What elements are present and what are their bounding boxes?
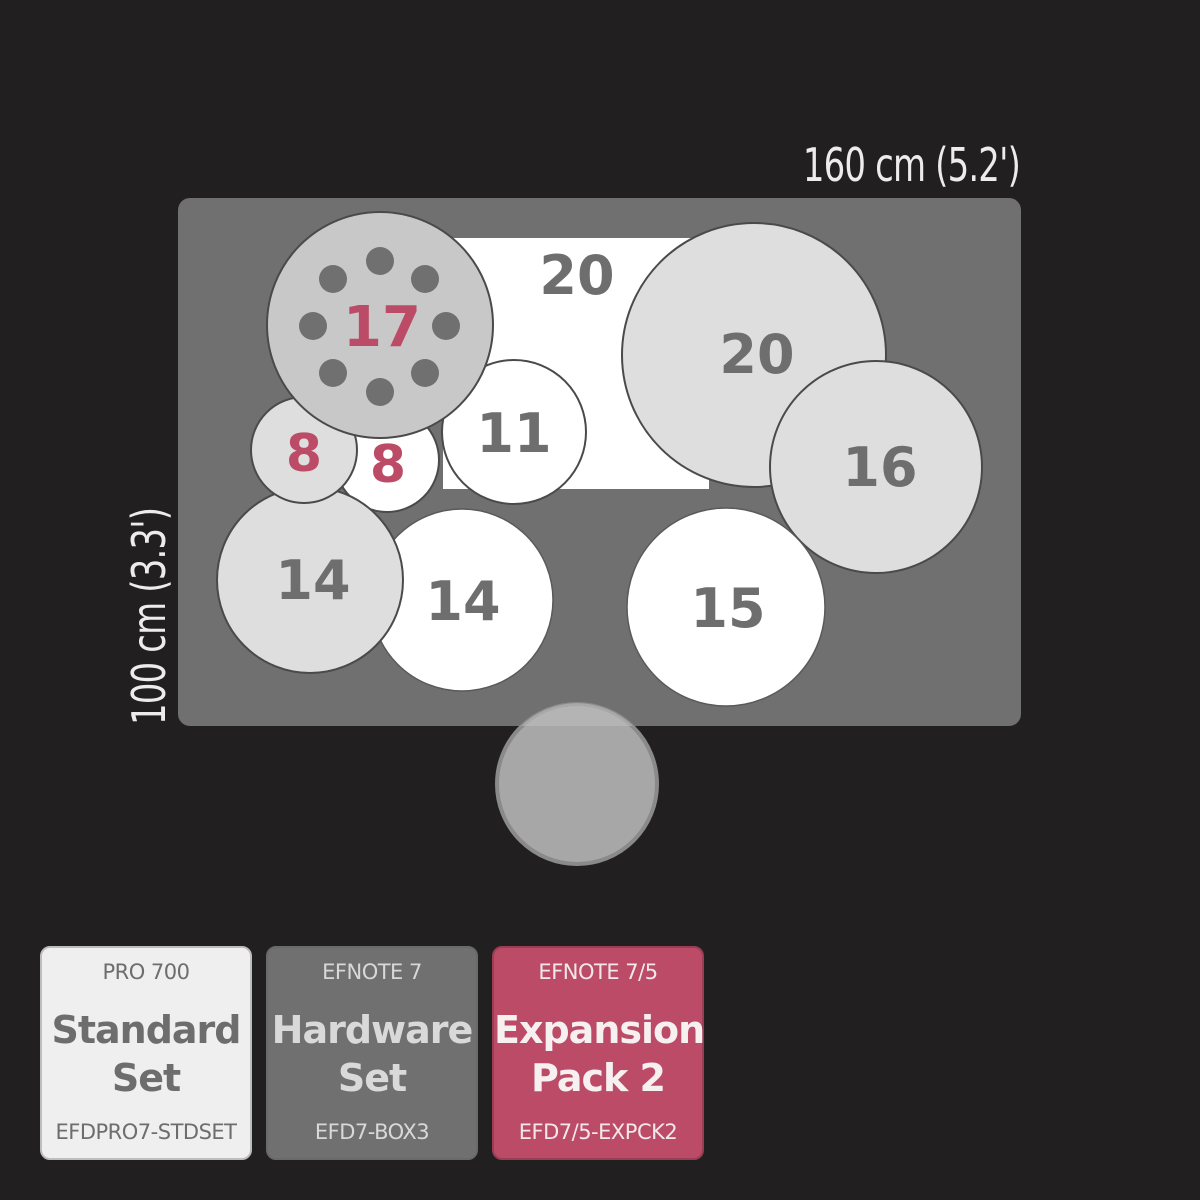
card-series: EFNOTE 7 <box>322 960 422 984</box>
card-code: EFD7/5-EXPCK2 <box>518 1120 678 1144</box>
snare-pad: 14 <box>216 486 404 674</box>
card-title-line1: Hardware <box>271 1008 474 1052</box>
snare-size: 14 <box>275 549 350 612</box>
card-code: EFD7-BOX3 <box>314 1120 430 1144</box>
standard-set-card[interactable]: PRO 700 Standard Set EFDPRO7-STDSET <box>40 946 252 1160</box>
drum-throne <box>495 702 659 866</box>
hihat-dots <box>299 247 460 406</box>
floor-tom-pad: 15 <box>626 507 826 707</box>
card-series: EFNOTE 7/5 <box>538 960 658 984</box>
small-cymbal-left-size: 8 <box>286 424 322 484</box>
crash-size: 16 <box>842 436 917 499</box>
expansion-pack-card[interactable]: EFNOTE 7/5 Expansion Pack 2 EFD7/5-EXPCK… <box>492 946 705 1160</box>
card-title-line1: Standard <box>51 1008 241 1052</box>
hardware-set-card[interactable]: EFNOTE 7 Hardware Set EFD7-BOX3 <box>266 946 478 1160</box>
card-title: Expansion Pack 2 <box>494 1006 705 1102</box>
card-title-line2: Set <box>337 1056 407 1100</box>
card-code: EFDPRO7-STDSET <box>55 1120 238 1144</box>
tom-11-pad: 11 <box>441 359 587 505</box>
floor-tom-size: 15 <box>690 577 765 640</box>
small-cymbal-white-size: 8 <box>370 435 406 495</box>
tom-11-size: 11 <box>476 402 551 465</box>
card-title: Hardware Set <box>268 1006 476 1102</box>
card-title-line1: Expansion <box>494 1008 705 1052</box>
card-title: Standard Set <box>42 1006 250 1102</box>
hihat-pad: 17 <box>266 211 494 439</box>
hihat-size: 17 <box>343 295 421 360</box>
bass-drum-size: 20 <box>539 244 614 307</box>
ride-size: 20 <box>719 323 794 386</box>
tom-14-size: 14 <box>425 570 500 633</box>
crash-cymbal-pad: 16 <box>769 360 983 574</box>
card-title-line2: Pack 2 <box>531 1056 666 1100</box>
width-dimension-label: 160 cm (5.2') <box>802 138 1021 192</box>
card-title-line2: Set <box>111 1056 181 1100</box>
card-series: PRO 700 <box>102 960 190 984</box>
